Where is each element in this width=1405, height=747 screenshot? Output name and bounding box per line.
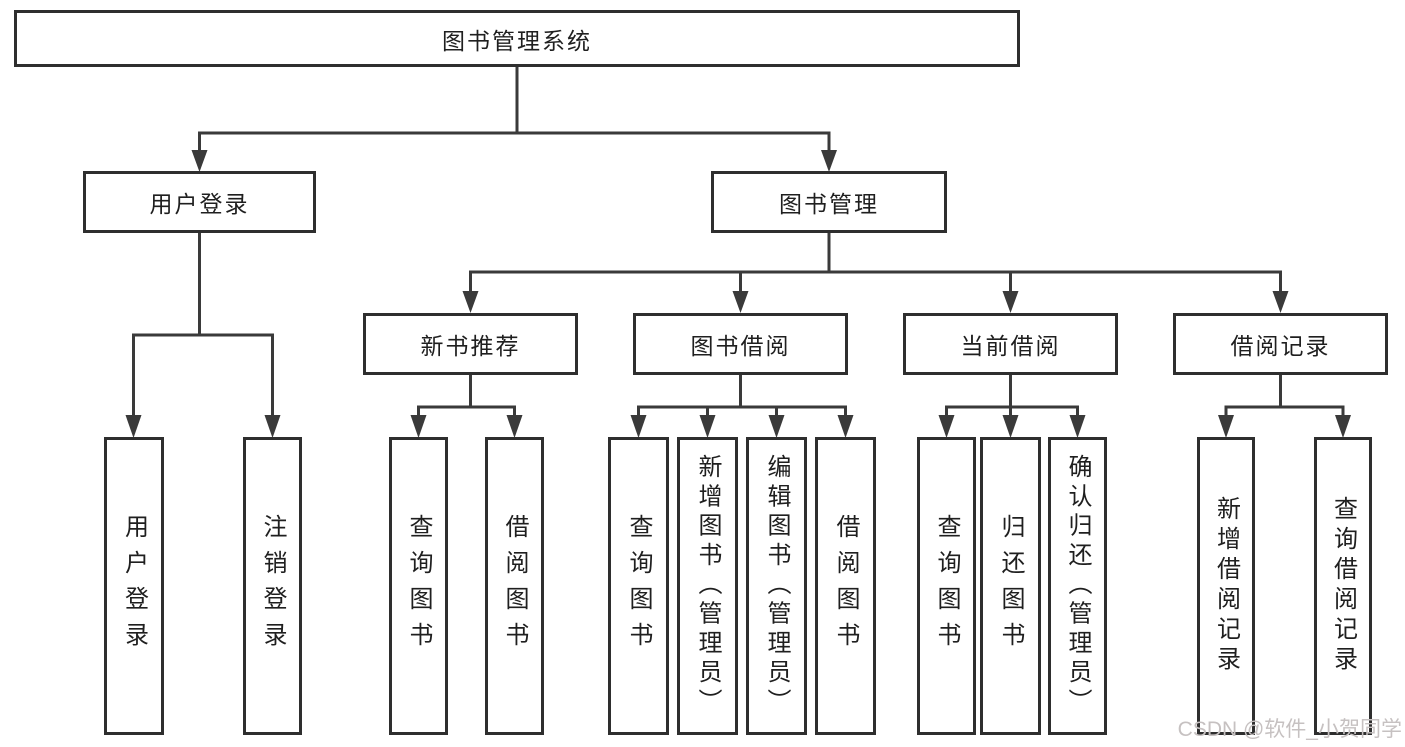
connector-root-to-level2 xyxy=(191,67,837,172)
leaf-query-books-recommend: 查询图书 xyxy=(389,437,448,735)
leaf-logout: 注销登录 xyxy=(243,437,302,735)
leaf-confirm-return-admin: 确认归还（管理员） xyxy=(1048,437,1107,735)
leaf-query-borrow-record: 查询借阅记录 xyxy=(1314,437,1372,735)
arrowhead xyxy=(732,291,749,313)
arrowhead xyxy=(938,415,955,438)
leaf-user-login: 用户登录 xyxy=(104,437,164,735)
connector-borrow-records-group xyxy=(1218,374,1351,438)
leaf-borrow-books: 借阅图书 xyxy=(815,437,876,735)
arrowhead xyxy=(1002,415,1019,438)
node-root-system: 图书管理系统 xyxy=(14,10,1020,67)
node-borrow-records: 借阅记录 xyxy=(1173,313,1388,375)
node-new-book-recommend: 新书推荐 xyxy=(363,313,578,375)
arrowhead xyxy=(506,415,523,438)
watermark-text: CSDN @软件_小贺同学 xyxy=(1177,718,1402,741)
arrowhead xyxy=(1002,291,1019,313)
arrowhead xyxy=(630,415,647,438)
leaf-borrow-books-recommend: 借阅图书 xyxy=(485,437,544,735)
leaf-add-books-admin: 新增图书（管理员） xyxy=(677,437,738,735)
arrowhead xyxy=(264,415,281,438)
arrowhead xyxy=(410,415,427,438)
leaf-query-books-current: 查询图书 xyxy=(917,437,976,735)
connector-current-borrow-group xyxy=(938,374,1086,438)
connector-book-management-group xyxy=(462,232,1289,313)
arrowhead xyxy=(1069,415,1086,438)
arrowhead xyxy=(125,415,142,438)
connector-user-login-group xyxy=(125,232,281,438)
leaf-return-books: 归还图书 xyxy=(980,437,1041,735)
leaf-edit-books-admin: 编辑图书（管理员） xyxy=(746,437,807,735)
leaf-add-borrow-record: 新增借阅记录 xyxy=(1197,437,1255,735)
arrowhead xyxy=(1335,415,1351,438)
arrowhead xyxy=(191,150,208,172)
node-book-borrow: 图书借阅 xyxy=(633,313,848,375)
arrowhead xyxy=(699,415,716,438)
arrowhead xyxy=(1218,415,1234,438)
node-user-login: 用户登录 xyxy=(83,171,316,233)
node-book-management: 图书管理 xyxy=(711,171,947,233)
arrowhead xyxy=(837,415,854,438)
arrowhead xyxy=(462,291,479,313)
arrowhead xyxy=(821,150,837,172)
leaf-query-books-borrow: 查询图书 xyxy=(608,437,669,735)
arrowhead xyxy=(768,415,785,438)
arrowhead xyxy=(1272,291,1289,313)
node-current-borrow: 当前借阅 xyxy=(903,313,1118,375)
connector-new-book-group xyxy=(410,374,523,438)
connector-book-borrow-group xyxy=(630,374,854,438)
